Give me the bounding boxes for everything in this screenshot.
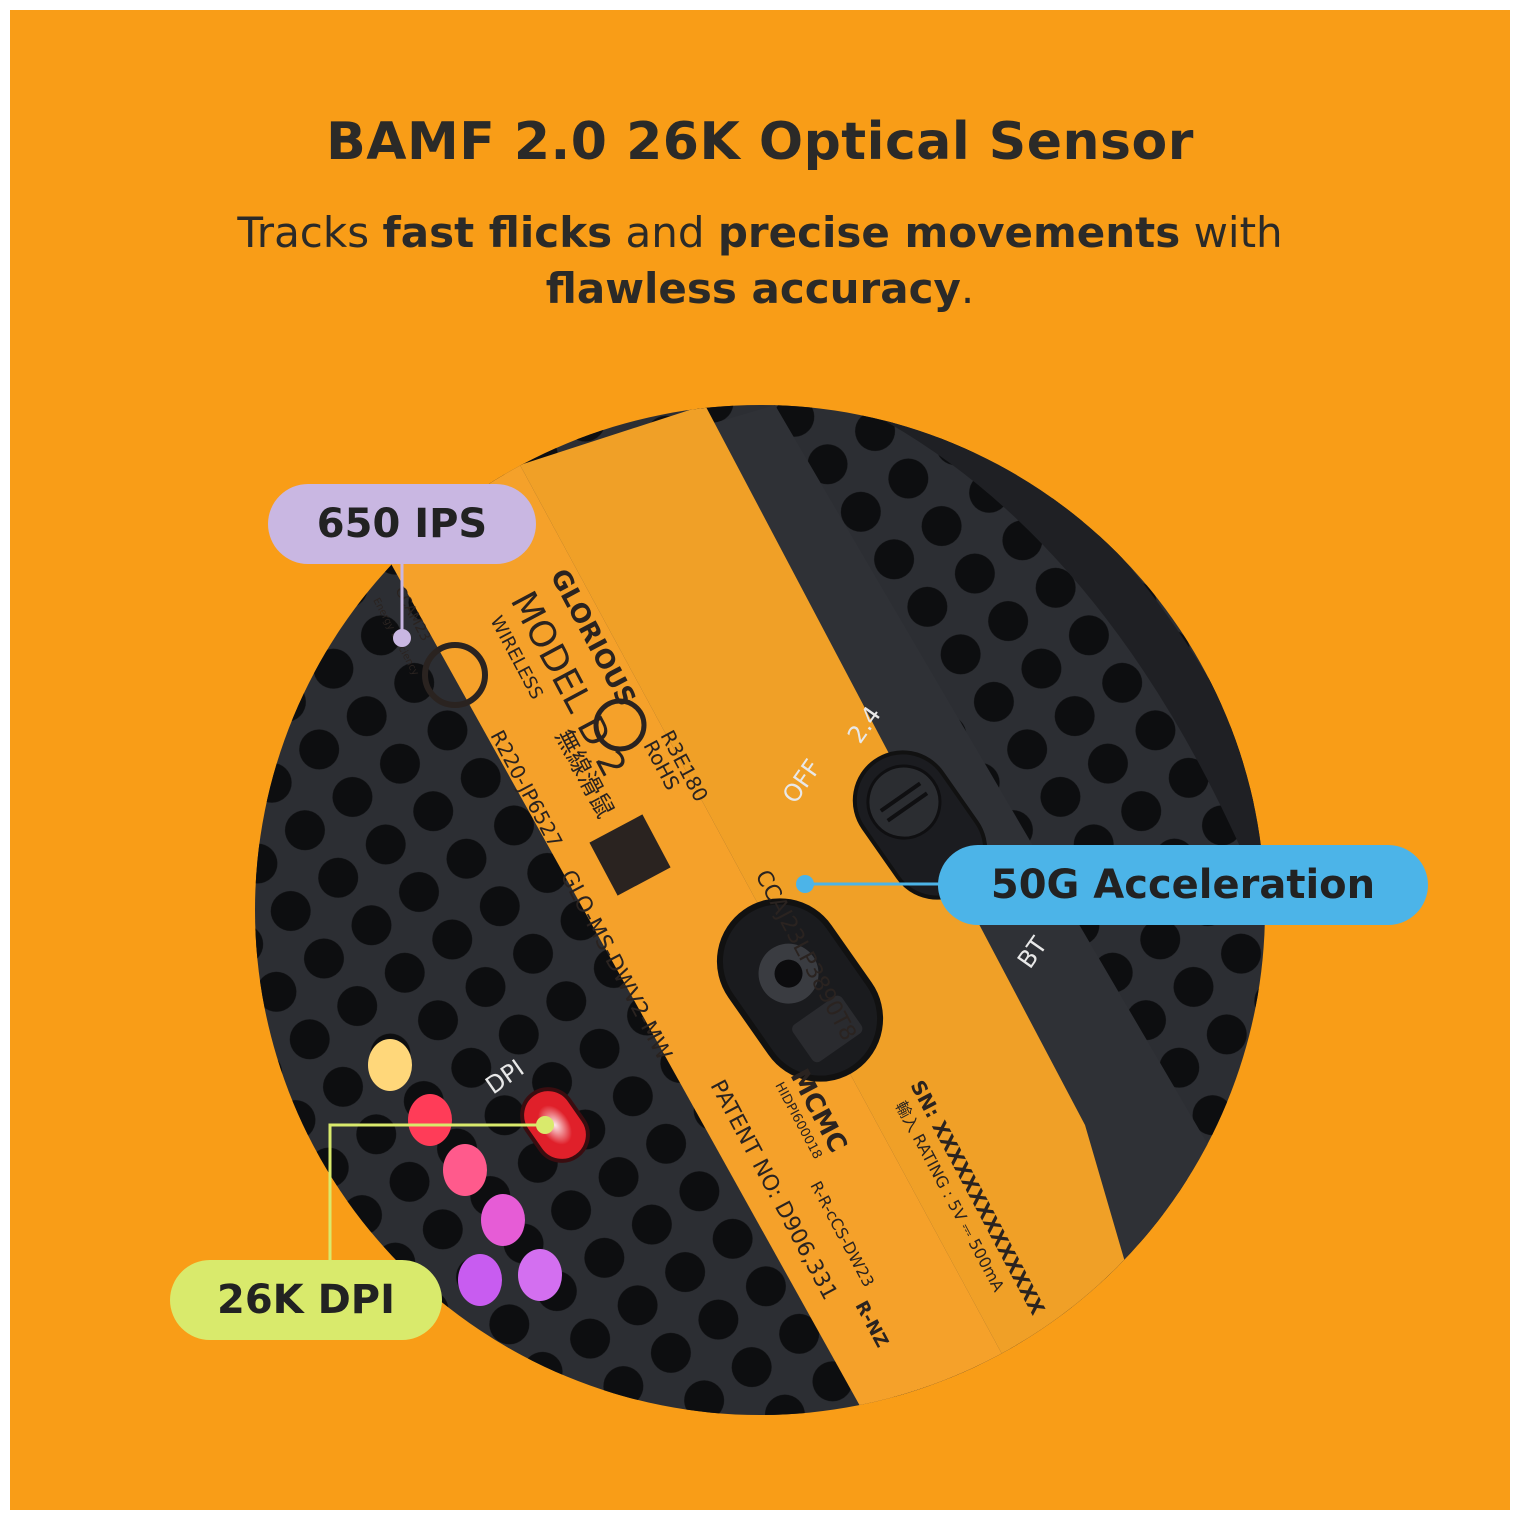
subtitle-emphasis: flawless accuracy (545, 264, 961, 313)
subtitle-text: . (960, 264, 975, 313)
subtitle-text: and (612, 208, 718, 257)
subtitle-text: Tracks (237, 208, 383, 257)
subtitle-emphasis: precise movements (717, 208, 1181, 257)
page-title: BAMF 2.0 26K Optical Sensor (326, 112, 1194, 172)
dpi-callout: 26K DPI (170, 1260, 442, 1340)
subtitle: Tracks fast flicks and precise movements… (160, 205, 1360, 317)
ips-callout: 650 IPS (268, 484, 536, 564)
subtitle-emphasis: fast flicks (382, 208, 613, 257)
acceleration-callout: 50G Acceleration (938, 845, 1428, 925)
subtitle-text: with (1180, 208, 1283, 257)
